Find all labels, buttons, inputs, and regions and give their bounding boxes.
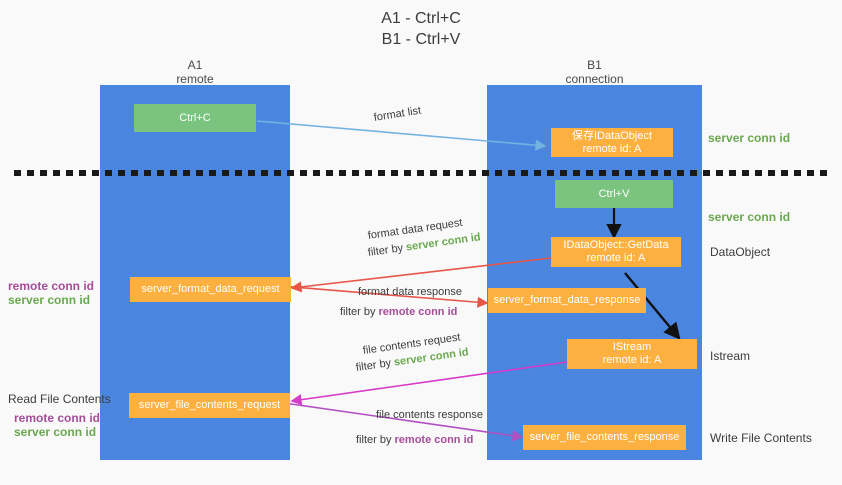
node-istream-sub: remote id: A (602, 354, 662, 366)
column-header-b1: B1 connection (487, 58, 702, 86)
filter-value-remote-conn-id: remote conn id (394, 434, 474, 446)
edge-label-format-list: format list (372, 104, 422, 124)
node-server-file-contents-response[interactable]: server_file_contents_response (523, 425, 686, 450)
node-server-file-contents-request[interactable]: server_file_contents_request (129, 393, 290, 418)
node-ctrl-c[interactable]: Ctrl+C (134, 104, 256, 132)
node-server-format-data-request[interactable]: server_format_data_request (130, 277, 291, 302)
column-header-b1-name: B1 (587, 58, 602, 72)
filter-prefix: filter by (356, 434, 395, 446)
column-header-a1: A1 remote (100, 58, 290, 86)
dashed-divider (14, 170, 830, 176)
filter-prefix: filter by (367, 241, 407, 259)
annotation-server-conn-id-mid: server conn id (708, 210, 791, 224)
filter-prefix: filter by (355, 356, 395, 374)
node-save-idataobject-sub: remote id: A (582, 142, 642, 155)
node-server-format-data-response-label: server_format_data_response (493, 294, 641, 306)
node-server-file-contents-response-label: server_file_contents_response (529, 431, 680, 443)
column-header-a1-name: A1 (187, 58, 203, 72)
node-istream-label: IStream (612, 341, 652, 353)
annotation-istream: Istream (710, 349, 751, 363)
node-ctrl-v-label: Ctrl+V (598, 187, 630, 200)
title-line-1: A1 - Ctrl+C (381, 10, 461, 27)
annotation-remote-conn-id-lower: remote conn id (14, 411, 101, 425)
column-header-b1-role: connection (565, 72, 624, 86)
edge-label-file-contents-response-filter: filter by remote conn id (356, 433, 473, 448)
edge-label-format-data-response: format data response (358, 286, 462, 298)
annotation-write-file-contents: Write File Contents (710, 431, 812, 445)
node-ctrl-v[interactable]: Ctrl+V (555, 180, 673, 208)
node-idataobject-getdata-sub: remote id: A (586, 252, 646, 264)
node-istream[interactable]: IStream remote id: A (567, 339, 697, 369)
node-idataobject-getdata[interactable]: IDataObject::GetData remote id: A (551, 237, 681, 267)
annotation-server-conn-id-upper: server conn id (8, 293, 91, 307)
column-header-a1-role: remote (176, 72, 214, 86)
diagram-title: A1 - Ctrl+C B1 - Ctrl+V (0, 8, 842, 50)
edge-label-format-data-response-filter: filter by remote conn id (340, 305, 457, 320)
annotation-server-conn-id-lower: server conn id (14, 425, 97, 439)
title-line-2: B1 - Ctrl+V (381, 31, 461, 48)
node-save-idataobject-label: 保存IDataObject (571, 129, 653, 142)
node-server-format-data-response[interactable]: server_format_data_response (488, 288, 646, 313)
node-ctrl-c-label: Ctrl+C (179, 111, 211, 124)
annotation-read-file-contents: Read File Contents (8, 392, 111, 406)
filter-value-remote-conn-id: remote conn id (378, 306, 458, 318)
annotation-remote-conn-id-upper: remote conn id (8, 279, 95, 293)
node-idataobject-getdata-label: IDataObject::GetData (563, 239, 669, 251)
node-server-format-data-request-label: server_format_data_request (141, 283, 280, 295)
edge-label-file-contents-response: file contents response (376, 409, 484, 421)
annotation-server-conn-id-top: server conn id (708, 131, 791, 145)
filter-prefix: filter by (340, 306, 379, 318)
annotation-dataobject: DataObject (710, 245, 771, 259)
node-server-file-contents-request-label: server_file_contents_request (138, 399, 281, 411)
node-save-idataobject[interactable]: 保存IDataObject remote id: A (551, 128, 673, 157)
